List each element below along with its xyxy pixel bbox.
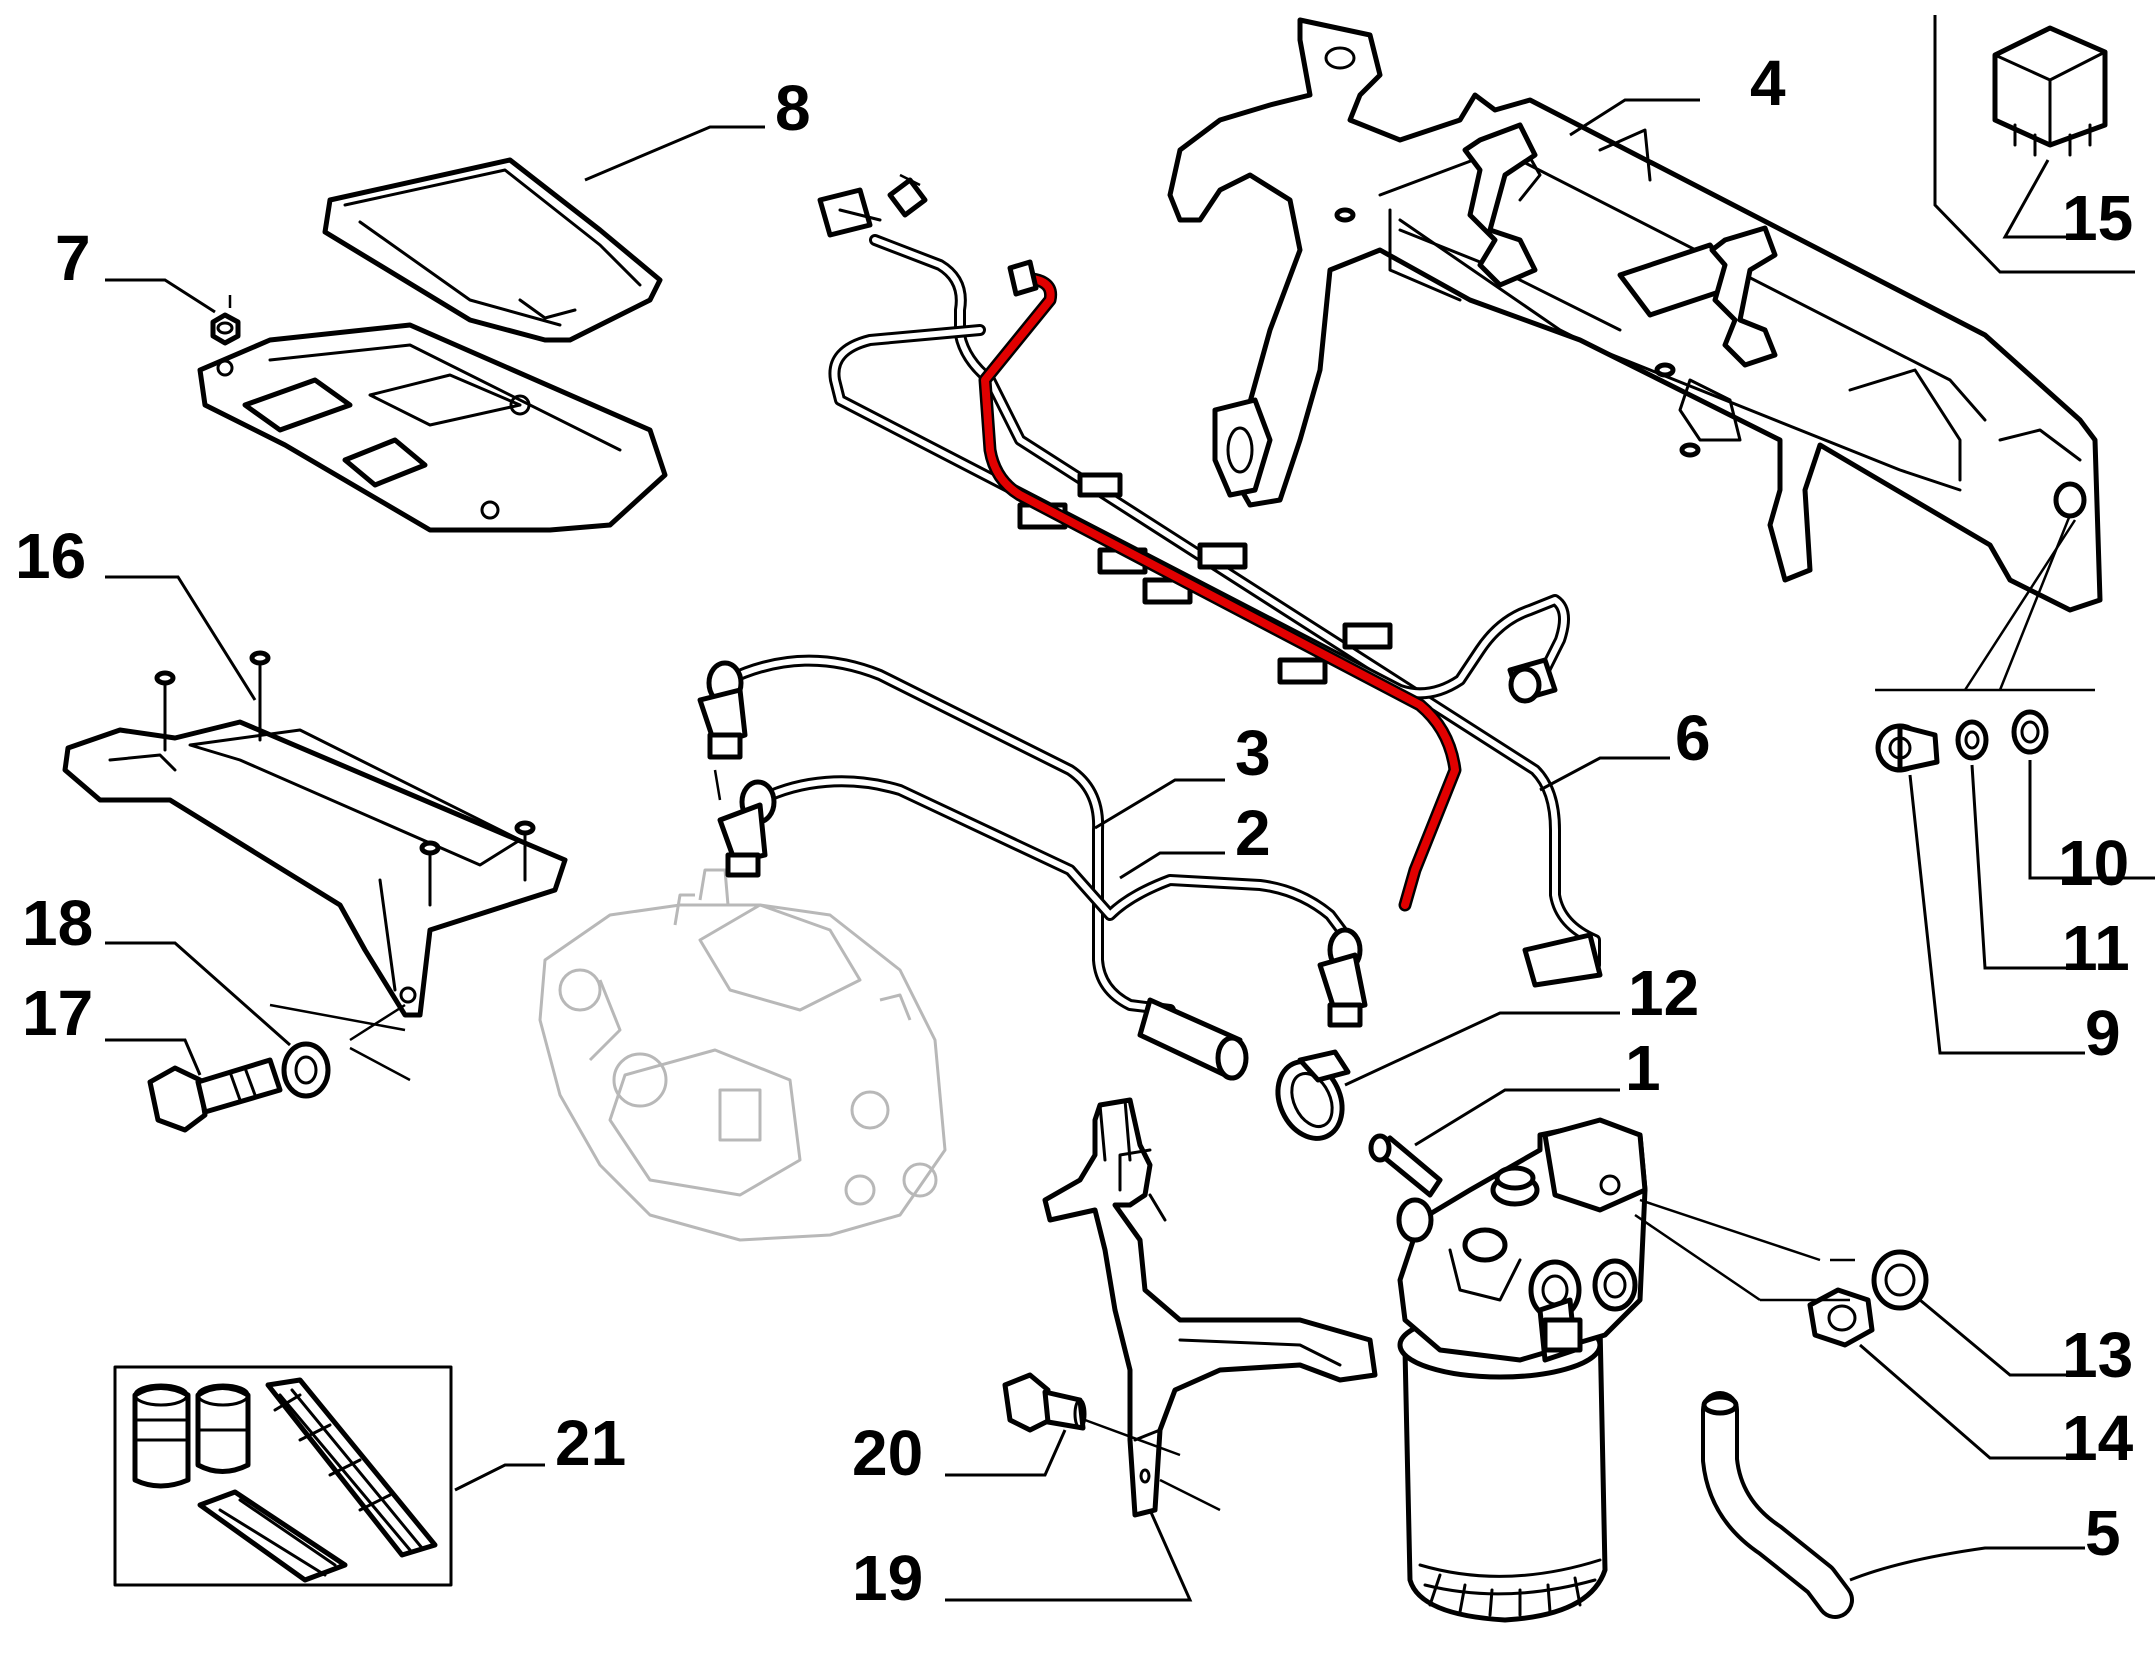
highlighted-wire-harness — [978, 259, 1462, 912]
callout-16: 16 — [15, 520, 86, 592]
callout-21: 21 — [555, 1407, 626, 1479]
part-4-support-bracket[interactable] — [1167, 17, 2103, 613]
part-1-fuel-filter[interactable] — [1396, 1117, 1648, 1623]
fuel-filter-inlet-nozzle — [1368, 1133, 1443, 1198]
pipe-fitting-lower — [1317, 927, 1368, 1028]
part-12-hose-clamp[interactable] — [1266, 1049, 1354, 1149]
part-5-hose[interactable] — [1701, 1391, 1854, 1619]
injection-pump — [538, 868, 947, 1242]
ecu-control-unit — [197, 322, 668, 533]
part-13-washer[interactable] — [1871, 1249, 1929, 1311]
callout-1: 1 — [1625, 1032, 1661, 1104]
part-15-relay[interactable] — [1992, 25, 2108, 157]
callout-18: 18 — [22, 887, 93, 959]
callout-4: 4 — [1750, 47, 1786, 119]
part-9-grommet[interactable] — [1875, 723, 1940, 773]
callout-17: 17 — [22, 977, 93, 1049]
pipe-fitting-upper — [697, 660, 748, 760]
part-18-washer[interactable] — [281, 1041, 331, 1099]
callout-6: 6 — [1675, 702, 1711, 774]
pipe-fitting-middle — [713, 769, 777, 878]
part-3-fuel-pipe[interactable] — [722, 654, 1249, 1081]
callout-14: 14 — [2062, 1402, 2134, 1474]
callout-19: 19 — [852, 1542, 923, 1614]
part-6-injector-return-pipe[interactable] — [817, 173, 1603, 988]
callout-20: 20 — [852, 1417, 923, 1489]
part-16-bracket-plate[interactable] — [62, 650, 568, 1018]
part-17-bolt[interactable] — [147, 1057, 283, 1133]
leader-lines — [105, 15, 2155, 1602]
callout-3: 3 — [1235, 717, 1271, 789]
callout-numbers: 1 2 3 4 5 6 7 8 9 10 11 12 13 14 15 16 1… — [15, 47, 2134, 1614]
callout-12: 12 — [1628, 957, 1699, 1029]
part-10-nut[interactable] — [2011, 709, 2049, 755]
part-7-nut[interactable] — [210, 312, 241, 346]
part-8-ecu-cover[interactable] — [322, 157, 663, 343]
part-14-nut[interactable] — [1807, 1287, 1875, 1348]
part-19-filter-bracket[interactable] — [1042, 1097, 1378, 1518]
callout-11: 11 — [2062, 912, 2130, 984]
part-20-bolt[interactable] — [1002, 1372, 1087, 1433]
callout-8: 8 — [775, 72, 811, 144]
part-2-fuel-pipe[interactable] — [754, 775, 1351, 941]
alignment-lines — [228, 295, 2095, 1512]
callout-2: 2 — [1235, 797, 1271, 869]
callout-10: 10 — [2058, 827, 2129, 899]
callout-7: 7 — [55, 222, 91, 294]
callout-13: 13 — [2062, 1319, 2133, 1391]
callout-5: 5 — [2085, 1497, 2121, 1569]
callout-15: 15 — [2062, 182, 2133, 254]
part-11-washer[interactable] — [1955, 719, 1989, 761]
callout-9: 9 — [2085, 997, 2121, 1069]
part-21-filter-kit[interactable] — [113, 1365, 453, 1587]
